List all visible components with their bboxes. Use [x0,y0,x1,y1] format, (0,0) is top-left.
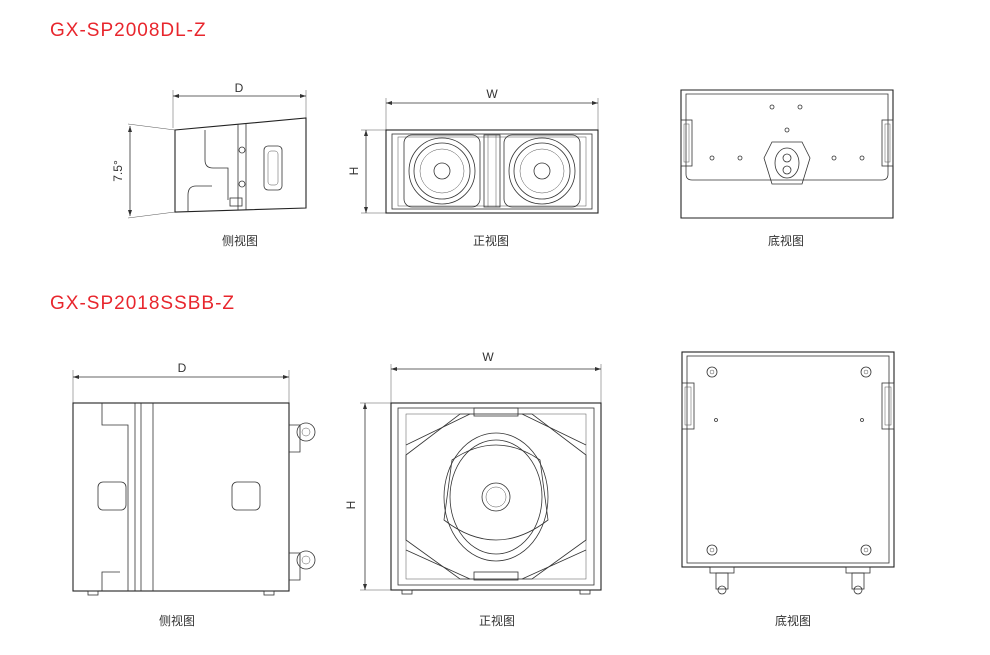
top-front-caption: 正视图 [472,234,510,248]
bottom-front-height-label: H [344,500,358,510]
top-front-view [361,98,599,214]
bottom-front-view [360,364,602,595]
top-side-angle-label: 7.5° [111,160,125,182]
bottom-front-width-label: W [482,350,494,364]
top-front-height-label: H [347,166,361,176]
top-side-depth-label: D [234,81,244,95]
bottom-side-caption: 侧视图 [158,614,196,628]
top-front-width-label: W [486,87,498,101]
model-title-top: GX-SP2008DL-Z [50,20,207,41]
bottom-bottom-caption: 底视图 [774,614,812,628]
bottom-side-view [72,370,316,596]
model-title-bottom: GX-SP2018SSBB-Z [50,293,236,314]
bottom-front-caption: 正视图 [478,614,516,628]
bottom-side-depth-label: D [177,361,187,375]
top-bottom-view [680,89,894,219]
top-side-view [127,90,307,219]
top-side-caption: 侧视图 [221,234,259,248]
bottom-bottom-view [681,351,895,595]
top-bottom-caption: 底视图 [767,234,805,248]
